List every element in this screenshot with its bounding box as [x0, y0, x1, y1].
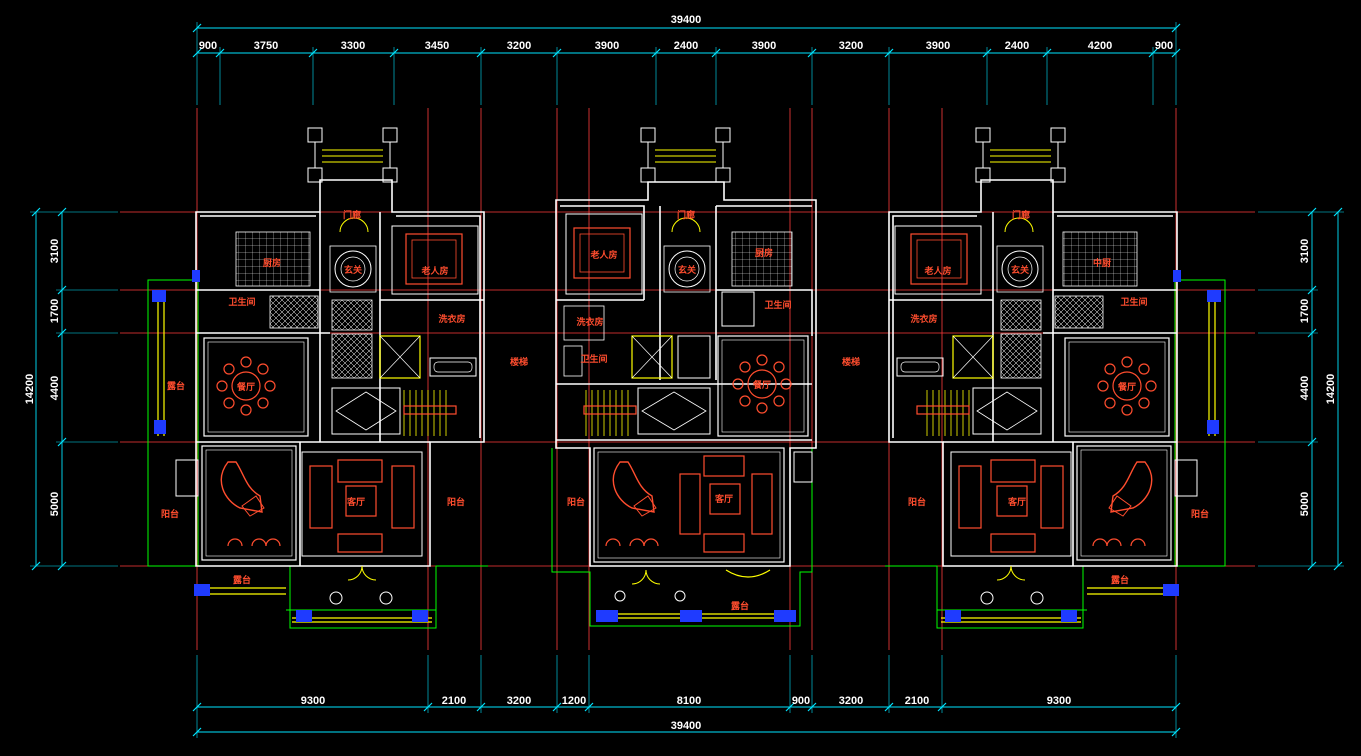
label-dining-left: 餐厅	[236, 381, 255, 393]
dim-bottom-4: 1200	[562, 695, 586, 707]
dim-bottom-overall: 39400	[671, 720, 702, 732]
label-laundry-left: 洗衣房	[438, 313, 465, 325]
label-balcony-left-side: 阳台	[161, 508, 179, 520]
label-laundry-mid: 洗衣房	[576, 316, 603, 328]
label-living-right: 客厅	[1007, 496, 1026, 508]
label-terrace-mid: 露台	[731, 600, 749, 612]
dimension-lines	[30, 22, 1344, 738]
dim-bottom-9: 9300	[1047, 695, 1071, 707]
dim-top-7: 2400	[674, 40, 698, 52]
dim-right-2: 1700	[1299, 299, 1311, 323]
unit-right	[885, 127, 1226, 629]
dim-left-4: 5000	[49, 492, 61, 516]
dim-bottom-1: 9300	[301, 695, 325, 707]
unit-middle	[551, 127, 817, 627]
label-living-mid: 客厅	[714, 493, 733, 505]
dim-top-8: 3900	[752, 40, 776, 52]
kitchen-tiles	[235, 231, 311, 287]
dim-top-10: 3900	[926, 40, 950, 52]
dim-right-overall: 14200	[1325, 374, 1337, 405]
dim-right-3: 4400	[1299, 376, 1311, 400]
label-living-left: 客厅	[346, 496, 365, 508]
dim-top-11: 2400	[1005, 40, 1029, 52]
label-balcony-left: 阳台	[447, 496, 465, 508]
label-elder-room-mid: 老人房	[589, 249, 617, 261]
dim-top-overall: 39400	[671, 14, 702, 26]
dim-top-12: 4200	[1088, 40, 1112, 52]
label-terrace-left-side: 露台	[167, 380, 185, 392]
label-kitchen-mid: 厨房	[755, 247, 773, 259]
dim-bottom-7: 3200	[839, 695, 863, 707]
dim-top-13: 900	[1155, 40, 1173, 52]
dim-bottom-2: 2100	[442, 695, 466, 707]
label-entry-porch-left: 门廊	[343, 209, 361, 221]
label-entry-porch-mid: 门廊	[677, 209, 695, 221]
label-stair-left: 楼梯	[510, 356, 528, 368]
label-bath-mid-2: 卫生间	[764, 299, 791, 311]
dim-top-3: 3300	[341, 40, 365, 52]
unit-left	[147, 127, 488, 629]
label-foyer-mid: 玄关	[678, 264, 696, 276]
dim-top-5: 3200	[507, 40, 531, 52]
label-kitchen-left: 厨房	[263, 257, 281, 269]
dim-top-6: 3900	[595, 40, 619, 52]
label-terrace-left-bottom: 露台	[233, 574, 251, 586]
dim-bottom-8: 2100	[905, 695, 929, 707]
label-laundry-right: 洗衣房	[910, 313, 937, 325]
label-elder-room-right: 老人房	[923, 265, 951, 277]
label-dining-mid: 餐厅	[752, 379, 771, 391]
dim-top-2: 3750	[254, 40, 278, 52]
label-foyer-left: 玄关	[344, 264, 362, 276]
dim-top-4: 3450	[425, 40, 449, 52]
dim-top-9: 3200	[839, 40, 863, 52]
label-bath-left: 卫生间	[228, 296, 255, 308]
label-balcony-mid: 阳台	[567, 496, 585, 508]
dim-left-1: 3100	[49, 239, 61, 263]
dim-left-2: 1700	[49, 299, 61, 323]
label-bath-mid: 卫生间	[580, 353, 607, 365]
label-balcony-right: 阳台	[908, 496, 926, 508]
label-terrace-right-bottom: 露台	[1111, 574, 1129, 586]
label-foyer-right: 玄关	[1011, 264, 1029, 276]
label-elder-room-left: 老人房	[420, 265, 448, 277]
dim-right-1: 3100	[1299, 239, 1311, 263]
label-stair-mid: 楼梯	[842, 356, 860, 368]
dim-bottom-5: 8100	[677, 695, 701, 707]
label-balcony-right-side: 阳台	[1191, 508, 1209, 520]
label-dining-right: 餐厅	[1117, 381, 1136, 393]
dim-right-4: 5000	[1299, 492, 1311, 516]
label-entry-porch-right: 门廊	[1012, 209, 1030, 221]
dimension-texts: 39400 900 3750 3300 3450 3200 3900 2400 …	[24, 14, 1337, 732]
label-bath-right: 卫生间	[1120, 296, 1147, 308]
label-kitchen-right: 中厨	[1093, 257, 1111, 269]
dim-bottom-3: 3200	[507, 695, 531, 707]
dim-top-1: 900	[199, 40, 217, 52]
dim-left-3: 4400	[49, 376, 61, 400]
dim-left-overall: 14200	[24, 374, 36, 405]
dim-bottom-6: 900	[792, 695, 810, 707]
room-labels: 门廊 玄关 老人房 厨房 洗衣房 卫生间 餐厅 客厅 露台 露台 阳台 阳台 楼…	[161, 209, 1209, 612]
